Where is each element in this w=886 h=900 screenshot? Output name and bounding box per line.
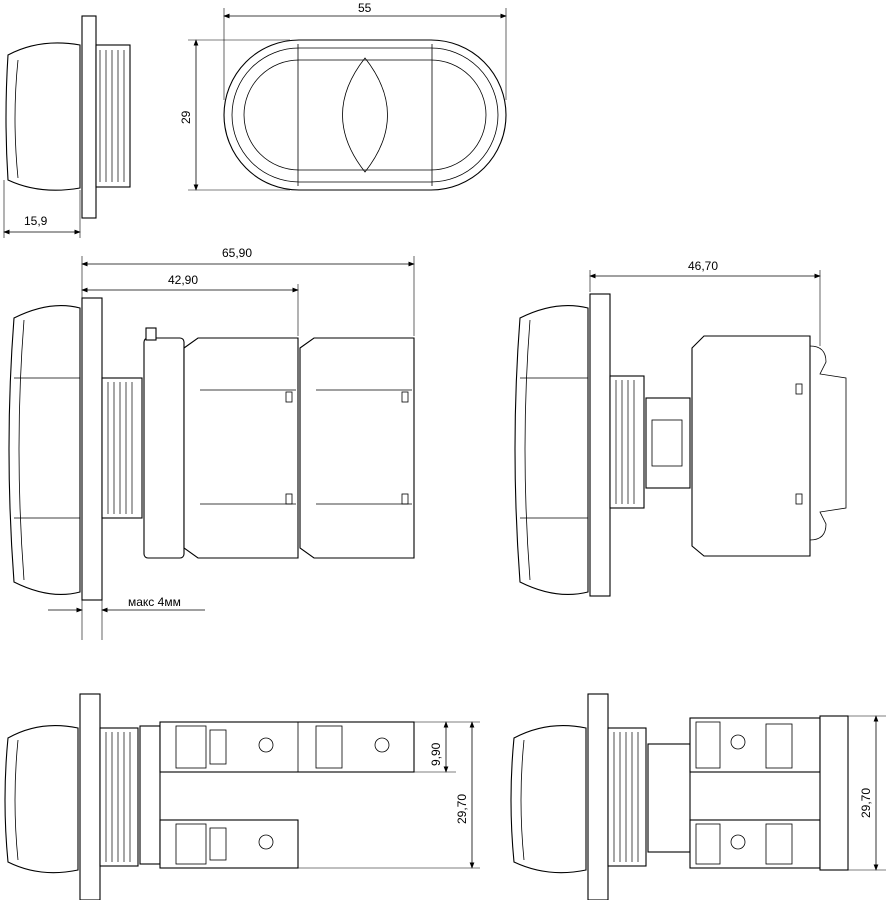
dim-29: 29 bbox=[179, 110, 193, 124]
dim-55: 55 bbox=[358, 1, 372, 15]
knurl-ring-mid bbox=[107, 382, 133, 514]
middle-right-assembly: 46,70 bbox=[514, 259, 847, 597]
top-side-view: 15,9 bbox=[3, 15, 131, 238]
dim-46-70: 46,70 bbox=[688, 259, 718, 273]
dim-max-4mm: макс 4мм bbox=[128, 595, 181, 609]
knurl-ring-bottom bbox=[105, 732, 131, 862]
knurl-ring-right bbox=[615, 380, 635, 504]
dim-29-70-right: 29,70 bbox=[859, 788, 873, 818]
dim-15-9: 15,9 bbox=[24, 214, 48, 228]
front-oval-view: 55 29 bbox=[179, 1, 507, 191]
dim-9-90: 9,90 bbox=[429, 742, 443, 766]
dim-65-90: 65,90 bbox=[222, 246, 252, 260]
middle-left-assembly: 65,90 42,90 макс 4мм bbox=[8, 246, 415, 640]
knurl-ring-bottom-right bbox=[613, 732, 639, 862]
dim-42-90: 42,90 bbox=[168, 273, 198, 287]
bottom-right-top-view: 29,70 bbox=[510, 693, 886, 900]
knurl-ring bbox=[99, 50, 125, 182]
dim-29-70-left: 29,70 bbox=[455, 794, 469, 824]
bottom-left-top-view: 9,90 29,70 bbox=[4, 693, 480, 900]
